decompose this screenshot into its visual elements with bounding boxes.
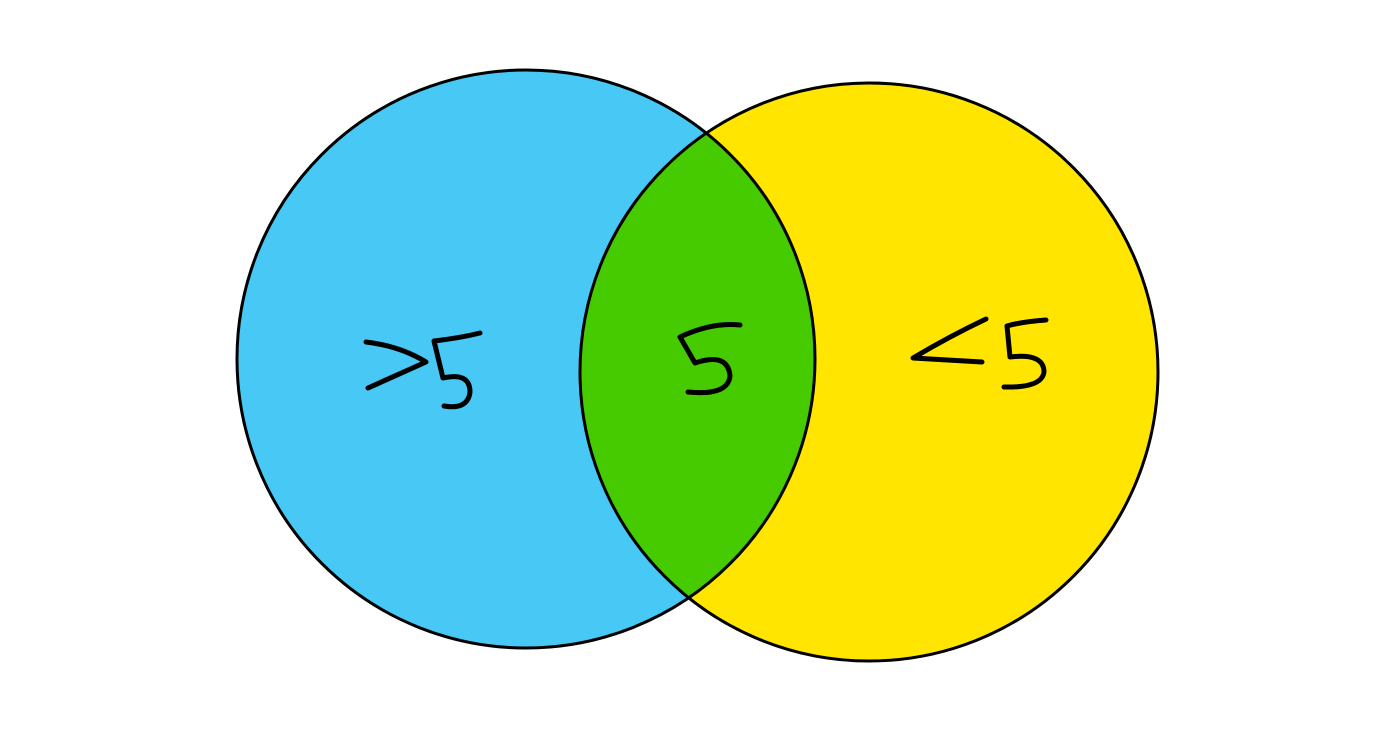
left-set-label xyxy=(363,330,483,410)
left-set-outline xyxy=(235,68,817,650)
intersection-label xyxy=(677,322,743,396)
intersection-region xyxy=(580,83,815,648)
right-set-outline xyxy=(578,81,1160,663)
right-set-label xyxy=(910,316,1049,390)
